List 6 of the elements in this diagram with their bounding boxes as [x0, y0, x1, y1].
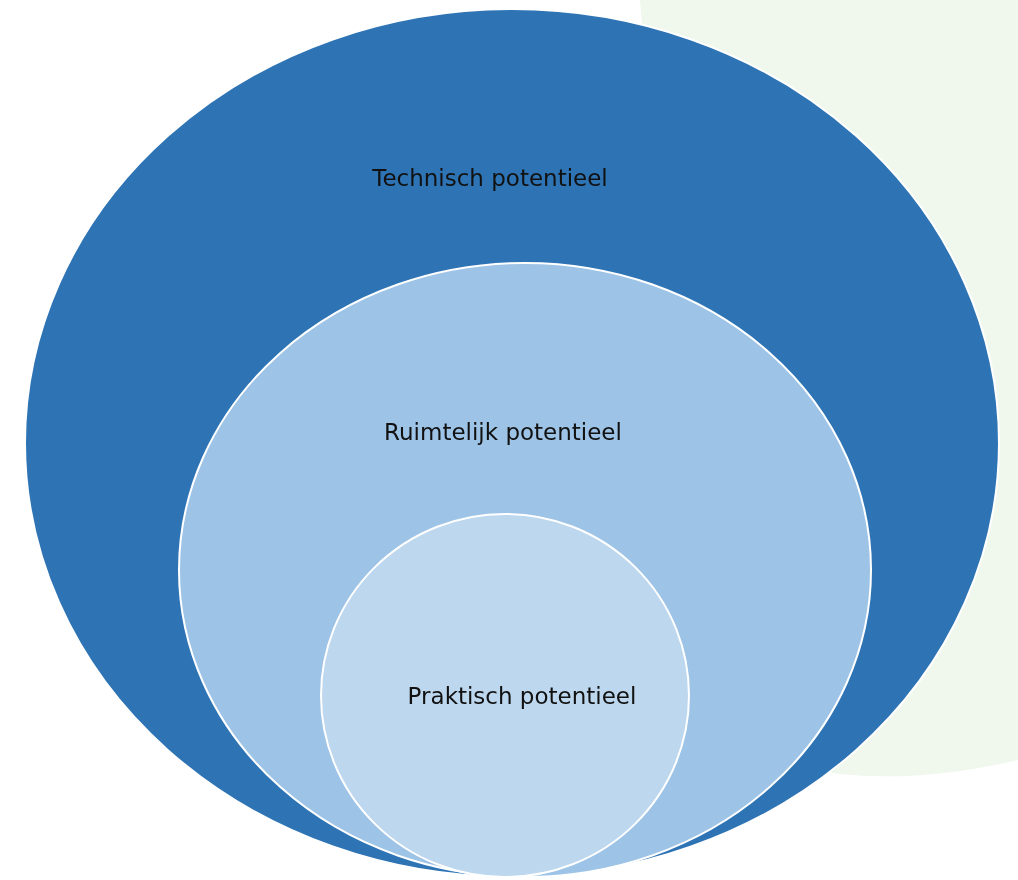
region-label: Ruimtelijk potentieel [384, 419, 622, 445]
ellipse-region [320, 513, 690, 878]
ellipse-region [178, 262, 872, 878]
ellipse-region [24, 8, 1000, 878]
region-label: Praktisch potentieel [407, 683, 637, 709]
region-label: Technisch potentieel [372, 165, 608, 191]
